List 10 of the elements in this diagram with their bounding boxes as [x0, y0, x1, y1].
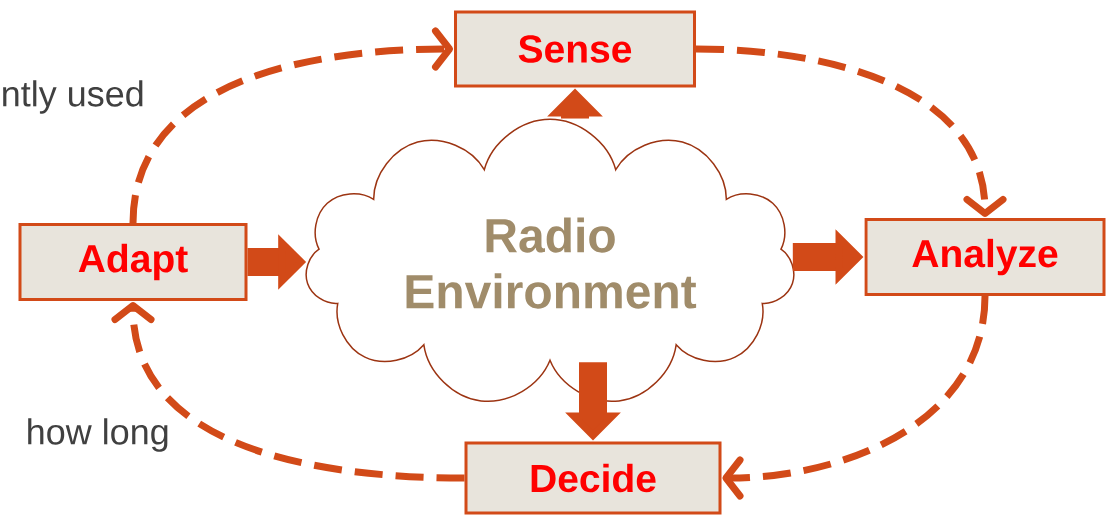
dashed-arrow [111, 302, 465, 482]
process-box: Adapt [18, 223, 248, 301]
process-box: Sense [454, 10, 696, 88]
dashed-arrow [129, 27, 453, 224]
process-box: Analyze [864, 218, 1106, 296]
side-note: ntly used [3, 80, 143, 114]
dashed-arrow [695, 45, 1007, 217]
process-box: Decide [464, 441, 722, 515]
dashed-arrow [722, 295, 989, 500]
side-note: how long [28, 418, 168, 452]
